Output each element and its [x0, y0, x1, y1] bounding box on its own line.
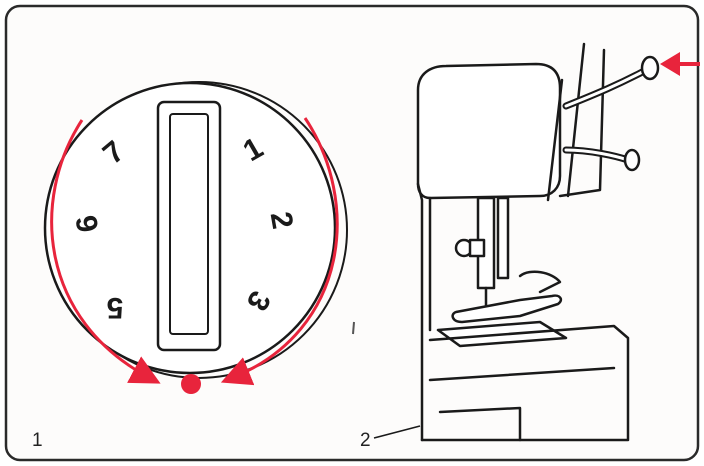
panel-2-machine-diagram: [416, 42, 660, 442]
dial-number-5: 5: [107, 291, 124, 324]
red-dot-icon: [181, 374, 201, 394]
panel-2-leader-line: [373, 425, 421, 439]
presser-foot: [451, 294, 563, 324]
lever-knob-upper: [640, 55, 660, 81]
presser-bar: [496, 196, 510, 280]
machine-head-cover: [416, 62, 562, 200]
presser-foot-toe: [518, 270, 562, 294]
machine-bed: [420, 324, 630, 442]
machine-base-step: [438, 406, 522, 442]
dial-slot-inner: [169, 113, 209, 335]
left-arrow-icon: [50, 119, 161, 384]
pointer-arrow-icon: [660, 52, 700, 76]
dial-number-2: 2: [264, 209, 299, 231]
stray-mark: [352, 321, 355, 335]
machine-body-edge: [416, 182, 424, 442]
machine-rail-2: [566, 42, 586, 198]
lever-rod-upper-outline: [564, 68, 648, 108]
right-arrow-icon: [220, 117, 339, 386]
panel-1-dial-diagram: 1 2 3 5 6 7 1: [32, 81, 348, 451]
machine-bed-front: [428, 366, 616, 382]
needle-clamp: [468, 238, 486, 258]
lever-knob-lower: [623, 148, 641, 172]
dial-number-6: 6: [70, 213, 105, 235]
panel-1-label: 1: [32, 430, 43, 451]
machine-rail-1: [546, 78, 564, 202]
panel-2-label: 2: [360, 430, 371, 451]
machine-rail-3: [558, 48, 606, 198]
